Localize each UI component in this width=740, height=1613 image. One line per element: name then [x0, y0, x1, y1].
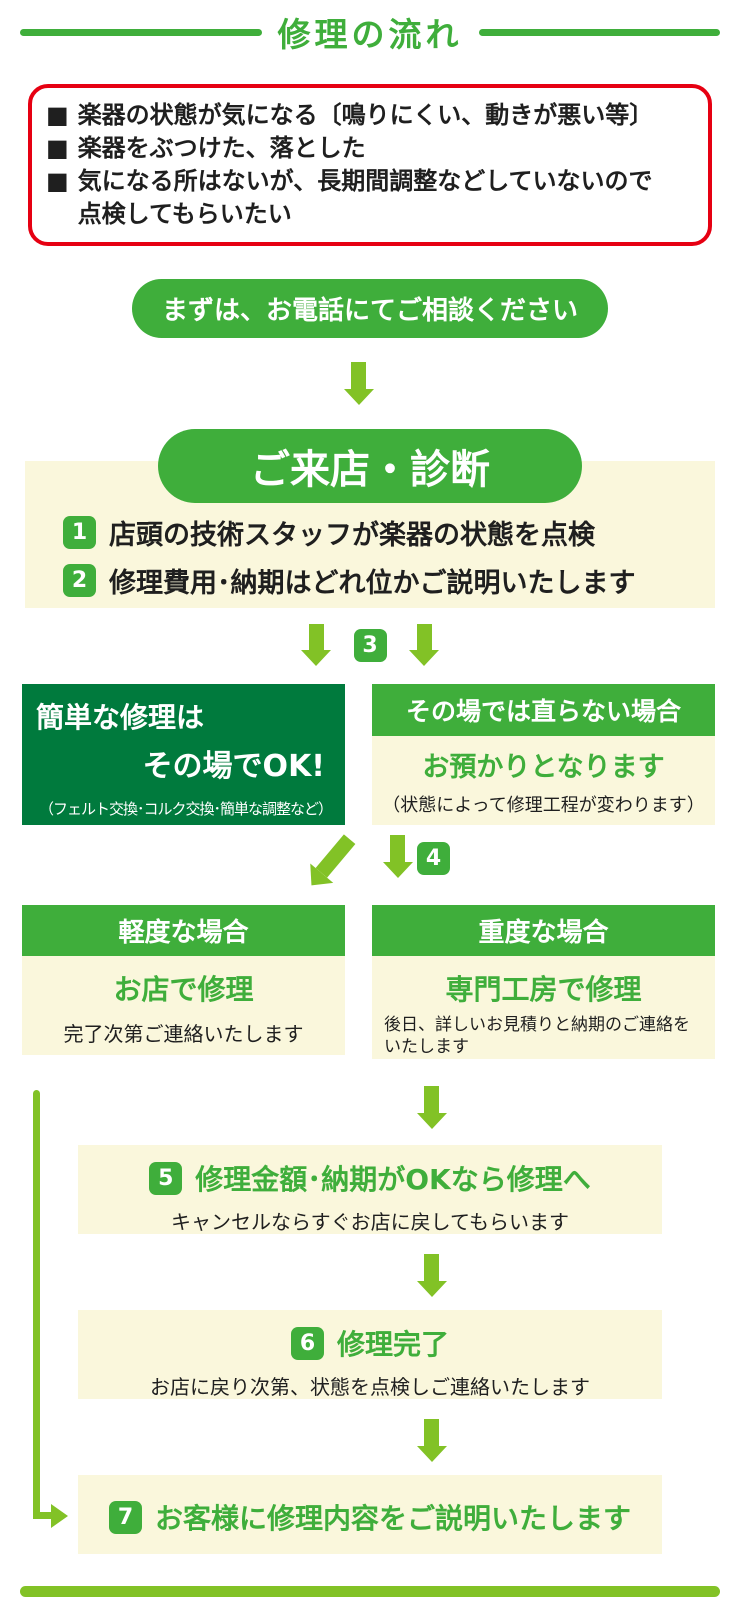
- heavy-case-main: 専門工房で修理: [445, 973, 642, 1006]
- heavy-case-body: 専門工房で修理 後日、詳しいお見積りと納期のご連絡を いたします: [372, 956, 715, 1059]
- step-3-badge: 3: [353, 629, 387, 662]
- step7-row: 7 お客様に修理内容をご説明いたします: [78, 1497, 662, 1537]
- step6-box: 6 修理完了 お店に戻り次第、状態を点検しご連絡いたします: [78, 1310, 662, 1399]
- flow-arrow-down-icon: [416, 1086, 447, 1129]
- reason-text: 気になる所はないが、長期間調整などしていないので 点検してもらいたい: [77, 167, 653, 229]
- page-title: 修理の流れ: [277, 15, 463, 54]
- light-case-body: お店で修理 完了次第ご連絡いたします: [22, 956, 345, 1055]
- branch-2-row: 軽度な場合 お店で修理 完了次第ご連絡いたします 重度な場合 専門工房で修理 後…: [22, 905, 715, 1059]
- reason-text: 楽器をぶつけた、落とした: [77, 134, 366, 163]
- bottom-divider: [20, 1586, 720, 1597]
- visit-diagnosis-section: ご来店・診断 1 店頭の技術スタッフが楽器の状態を点検 2 修理費用･納期はどれ…: [25, 429, 715, 608]
- heavy-case-box: 重度な場合 専門工房で修理 後日、詳しいお見積りと納期のご連絡を いたします: [372, 905, 715, 1059]
- step6-note: お店に戻り次第、状態を点検しご連絡いたします: [150, 1375, 590, 1399]
- repair-reasons-box: ■ 楽器の状態が気になる〔鳴りにくい、動きが悪い等〕 ■ 楽器をぶつけた、落とし…: [28, 84, 712, 247]
- not-fixed-box: その場では直らない場合 お預かりとなります （状態によって修理工程が変わります）: [372, 684, 715, 825]
- step6-row: 6 修理完了: [78, 1323, 662, 1363]
- square-bullet-icon: ■: [46, 101, 69, 129]
- step6-main: 修理完了: [336, 1328, 449, 1361]
- step-4-badge: 4: [417, 842, 450, 875]
- square-bullet-icon: ■: [46, 134, 69, 163]
- step5-row: 5 修理金額･納期がOKなら修理へ: [78, 1158, 662, 1198]
- branch-1-row: 簡単な修理は その場でOK! （フェルト交換･コルク交換･簡単な調整など） その…: [22, 684, 715, 825]
- return-connector-line: [33, 1090, 40, 1519]
- reason-item: ■ 気になる所はないが、長期間調整などしていないので 点検してもらいたい: [46, 165, 694, 231]
- flow-arrow-diagonal-icon: [315, 834, 356, 878]
- step5-box: 5 修理金額･納期がOKなら修理へ キャンセルならすぐお店に戻してもらいます: [78, 1145, 662, 1234]
- step7-box: 7 お客様に修理内容をご説明いたします: [78, 1475, 662, 1554]
- flow-arrow-down-icon: [409, 624, 439, 666]
- step-1-badge: 1: [63, 516, 96, 549]
- easy-repair-box: 簡単な修理は その場でOK! （フェルト交換･コルク交換･簡単な調整など）: [22, 684, 345, 825]
- return-connector-line: [33, 1512, 53, 1519]
- visit-diagnosis-title: ご来店・診断: [158, 429, 582, 503]
- step5-main: 修理金額･納期がOKなら修理へ: [195, 1163, 591, 1196]
- reason-text: 楽器の状態が気になる〔鳴りにくい、動きが悪い等〕: [77, 101, 654, 129]
- reason-item: ■ 楽器の状態が気になる〔鳴りにくい、動きが悪い等〕: [46, 99, 694, 132]
- flow-arrow-down-icon: [416, 1419, 447, 1462]
- phone-consult-pill: まずは、お電話にてご相談ください: [131, 279, 609, 338]
- visit-step-1-text: 店頭の技術スタッフが楽器の状態を点検: [109, 520, 595, 551]
- visit-step-2-text: 修理費用･納期はどれ位かご説明いたします: [109, 568, 636, 599]
- visit-steps-list: 1 店頭の技術スタッフが楽器の状態を点検 2 修理費用･納期はどれ位かご説明いた…: [25, 461, 715, 600]
- light-case-header: 軽度な場合: [22, 905, 345, 956]
- square-bullet-icon: ■: [46, 167, 69, 196]
- reason-item: ■ 楽器をぶつけた、落とした: [46, 132, 694, 165]
- title-rule-right: [478, 28, 720, 36]
- light-case-main: お店で修理: [113, 973, 254, 1006]
- not-fixed-note: （状態によって修理工程が変わります）: [382, 795, 705, 816]
- not-fixed-body: お預かりとなります （状態によって修理工程が変わります）: [372, 736, 715, 825]
- flow-arrow-down-icon: [343, 362, 374, 405]
- visit-step-2: 2 修理費用･納期はどれ位かご説明いたします: [63, 561, 715, 600]
- step5-note: キャンセルならすぐお店に戻してもらいます: [171, 1210, 569, 1234]
- step-2-badge: 2: [63, 564, 96, 597]
- title-rule-left: [20, 28, 262, 36]
- step-7-badge: 7: [108, 1500, 142, 1534]
- not-fixed-main: お預かりとなります: [422, 752, 665, 783]
- step-6-badge: 6: [290, 1326, 324, 1360]
- easy-repair-note: （フェルト交換･コルク交換･簡単な調整など）: [38, 800, 333, 818]
- flow-arrow-down-icon: [382, 835, 413, 878]
- light-case-box: 軽度な場合 お店で修理 完了次第ご連絡いたします: [22, 905, 345, 1055]
- flow-arrow-down-icon: [416, 1254, 447, 1297]
- flow-arrow-down-icon: [301, 624, 331, 666]
- page-header: 修理の流れ: [0, 8, 740, 56]
- visit-step-1: 1 店頭の技術スタッフが楽器の状態を点検: [63, 513, 715, 552]
- branch-3-arrows-row: 3: [0, 624, 740, 666]
- step7-main: お客様に修理内容をご説明いたします: [154, 1502, 631, 1535]
- easy-repair-line2: その場でOK!: [142, 749, 325, 784]
- light-case-note: 完了次第ご連絡いたします: [63, 1022, 304, 1046]
- heavy-case-note: 後日、詳しいお見積りと納期のご連絡を いたします: [384, 1015, 690, 1058]
- easy-repair-line1: 簡単な修理は: [36, 701, 205, 734]
- return-connector-arrow-icon: [51, 1504, 68, 1528]
- not-fixed-header: その場では直らない場合: [372, 684, 715, 736]
- step-5-badge: 5: [149, 1161, 183, 1195]
- heavy-case-header: 重度な場合: [372, 905, 715, 956]
